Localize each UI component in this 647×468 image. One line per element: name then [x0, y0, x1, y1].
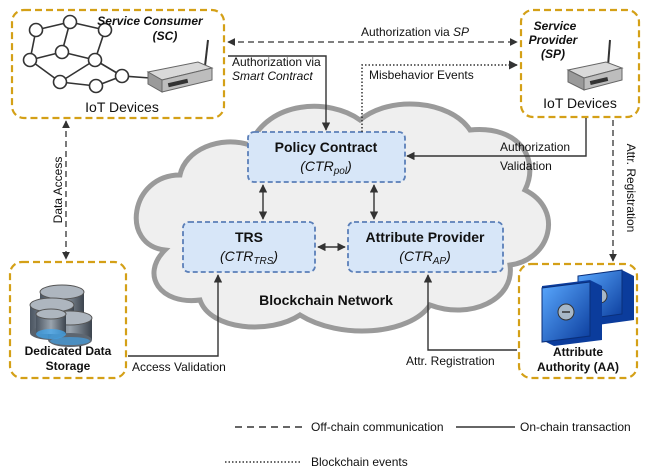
edge-label-access-validation: Access Validation	[132, 360, 226, 374]
attribute-authority-box	[517, 262, 639, 380]
database-icon	[29, 284, 93, 347]
legend-events-label: Blockchain events	[311, 455, 408, 468]
legend-offchain-label: Off-chain communication	[311, 420, 444, 434]
edge-label-validation: Validation	[500, 159, 552, 173]
edge-label-attr-registration-vertical: Attr. Registration	[624, 144, 638, 233]
sp-title-line1: Service	[534, 19, 577, 33]
aa-label-line1: Attribute	[553, 345, 603, 359]
edge-label-authorization: Authorization	[500, 140, 570, 154]
edge-label-data-access: Data Access	[51, 157, 65, 224]
attribute-provider-box	[347, 221, 504, 273]
storage-box	[8, 260, 128, 380]
service-consumer-box	[10, 8, 226, 120]
service-provider-box	[519, 8, 641, 119]
iot-network-icon	[22, 14, 151, 94]
edge-label-attr-registration: Attr. Registration	[406, 354, 495, 368]
policy-contract-box	[247, 131, 406, 183]
router-icon	[146, 39, 214, 93]
safe-icon	[541, 269, 634, 346]
edge-label-auth-via-sc-line2: Smart Contract	[232, 69, 313, 83]
blockchain-cloud	[133, 101, 552, 334]
policy-contract-title: Policy Contract	[275, 139, 378, 155]
sp-abbr: (SP)	[541, 47, 565, 61]
sc-title: Service Consumer	[97, 14, 204, 28]
sc-devices-label: IoT Devices	[85, 99, 159, 115]
aa-label-line2: Authority (AA)	[537, 360, 619, 374]
edge-authorization-validation	[406, 118, 587, 161]
edge-auth-via-smart-contract	[228, 55, 331, 131]
sp-devices-label: IoT Devices	[543, 95, 617, 111]
blockchain-label: Blockchain Network	[259, 292, 393, 308]
edge-label-auth-via-sc-line1: Authorization via	[232, 55, 321, 69]
sp-title-line2: Provider	[529, 33, 579, 47]
sc-abbr: (SC)	[153, 29, 178, 43]
edge-label-auth-via-sp: Authorization via SP	[361, 25, 469, 39]
attribute-provider-title: Attribute Provider	[365, 229, 485, 245]
edge-access-validation	[128, 274, 223, 357]
legend-onchain-label: On-chain transaction	[520, 420, 631, 434]
storage-label-line1: Dedicated Data	[25, 344, 112, 358]
router-icon	[566, 39, 624, 91]
trs-title: TRS	[235, 229, 263, 245]
trs-box	[182, 221, 316, 273]
edge-misbehavior-events	[361, 60, 518, 132]
edge-attr-registration	[423, 274, 517, 351]
storage-label-line2: Storage	[46, 359, 91, 373]
edge-label-misbehavior: Misbehavior Events	[369, 68, 474, 82]
